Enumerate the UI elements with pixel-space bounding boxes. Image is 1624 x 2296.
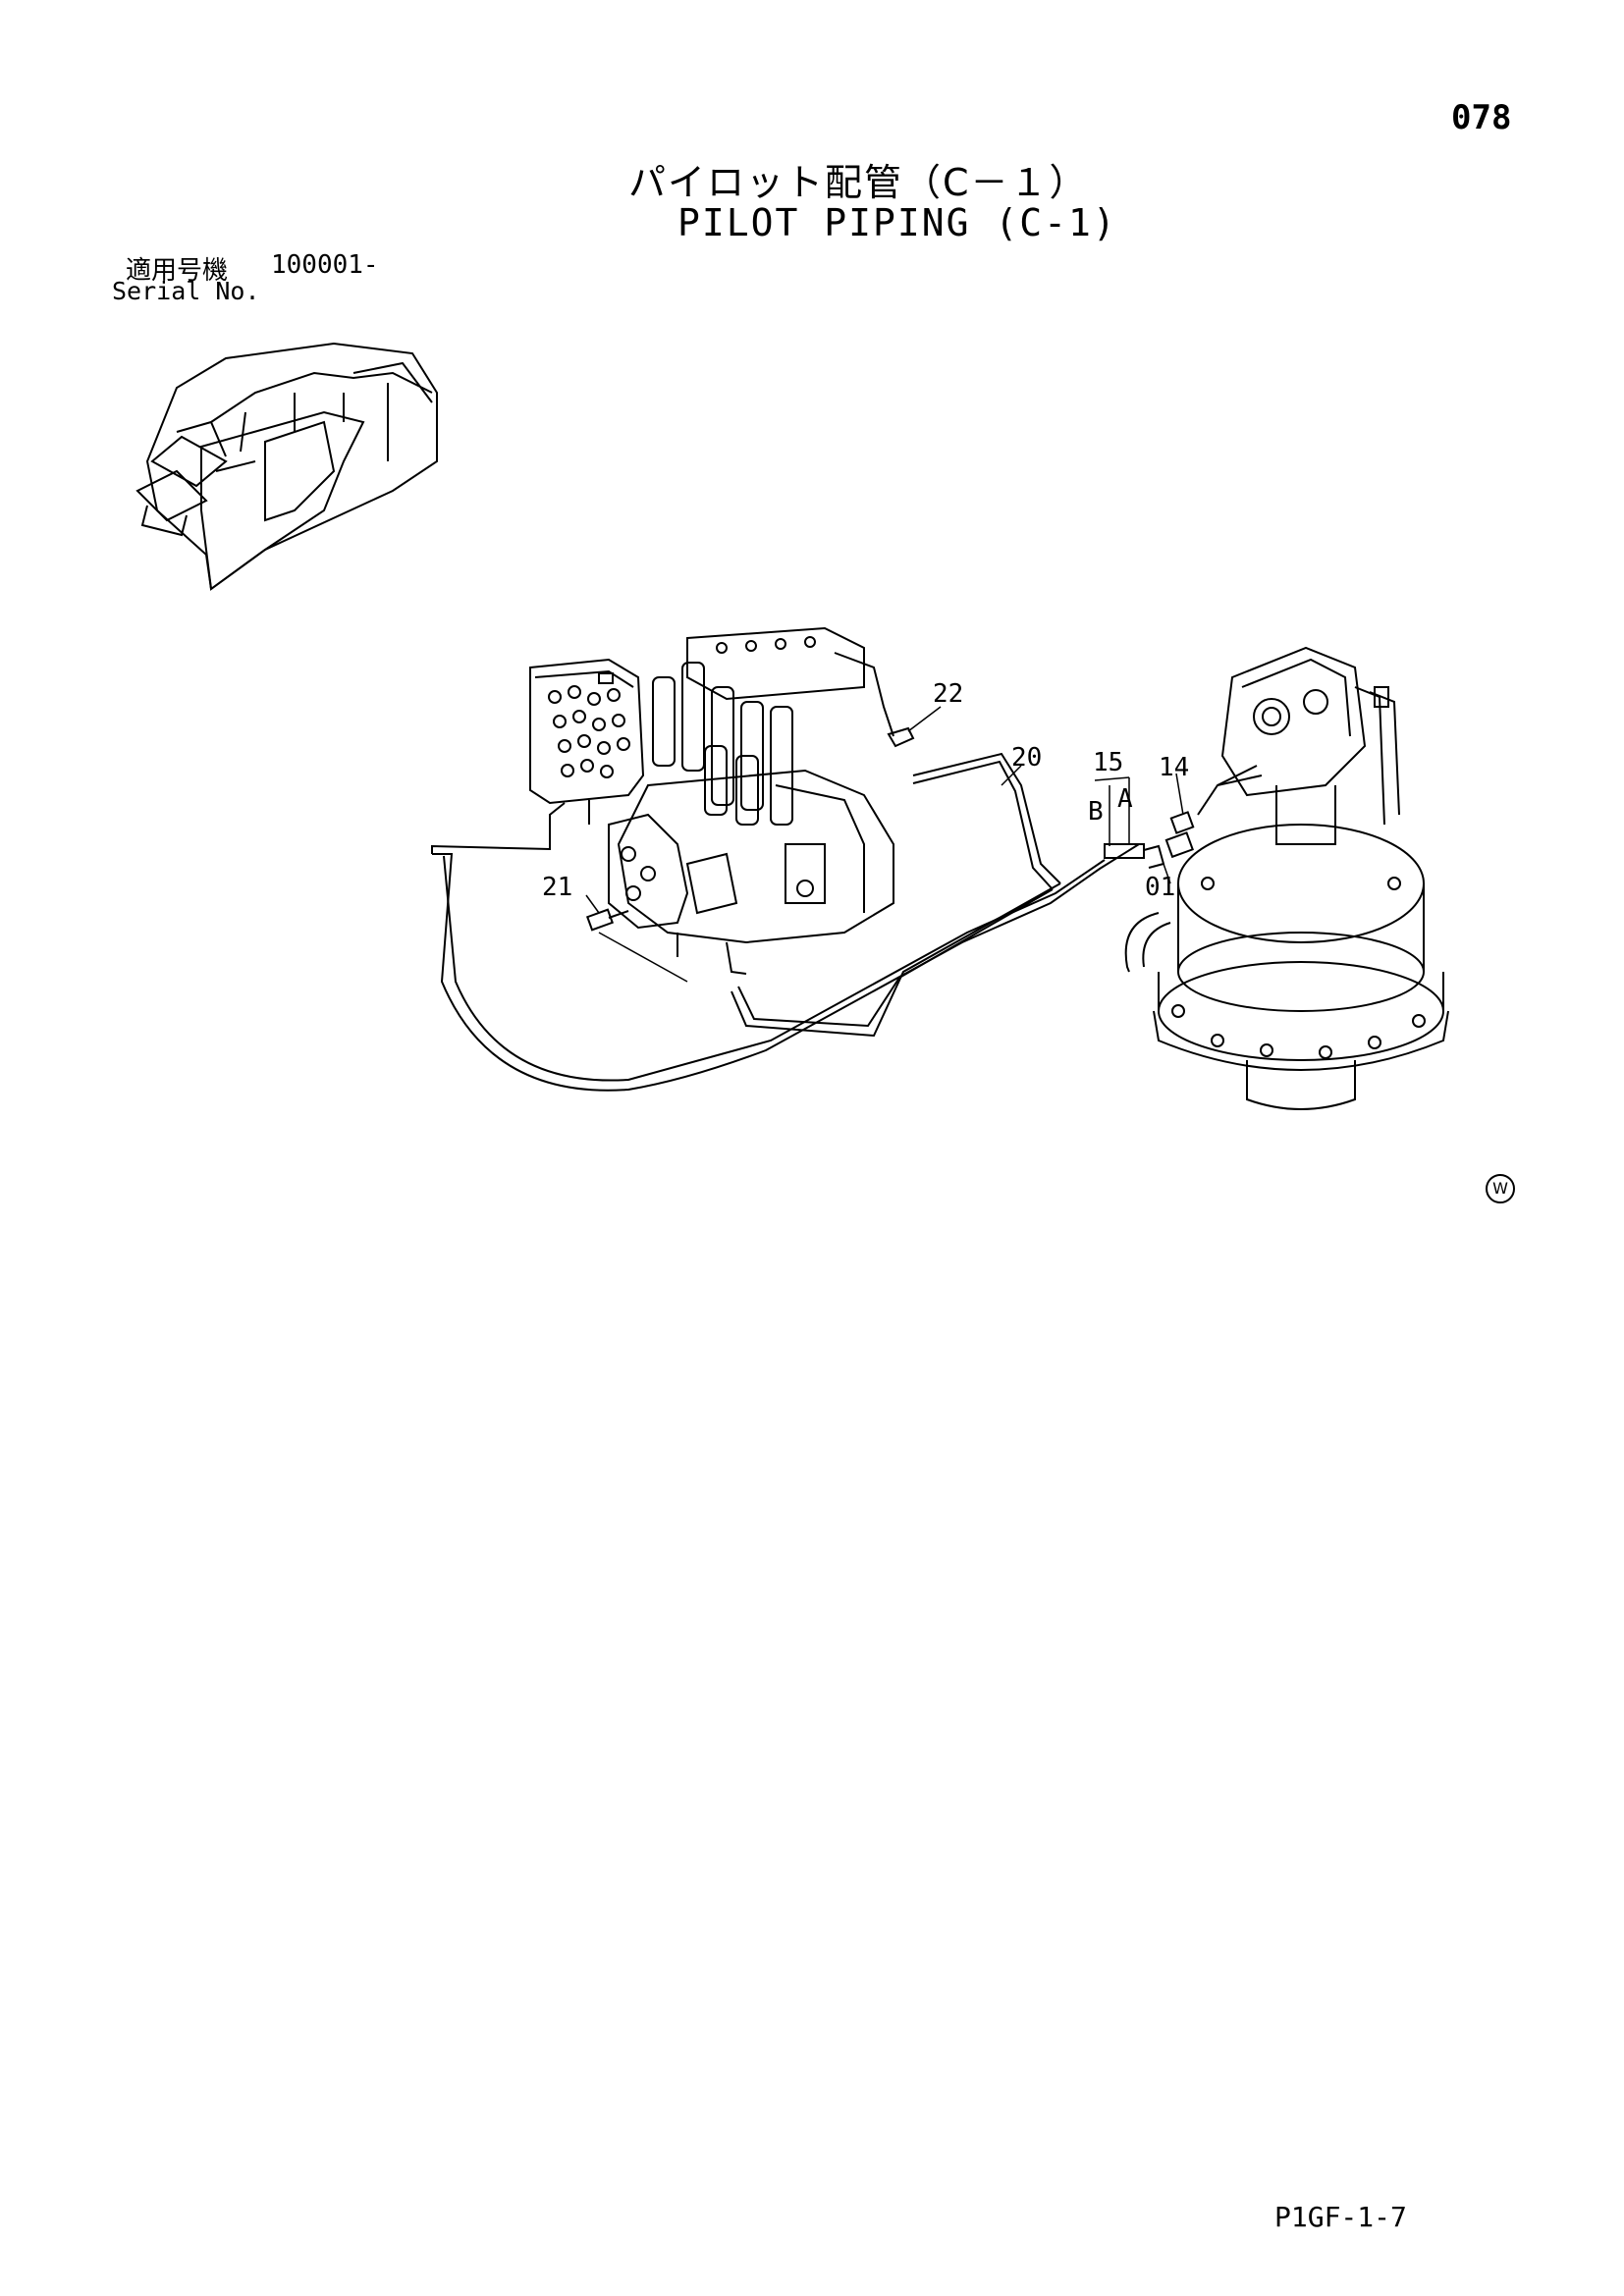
callout-20: 20 — [1011, 743, 1042, 773]
pilot-pipe-20 — [731, 752, 1061, 1038]
leader-lines — [585, 706, 1184, 983]
serial-range: 100001- — [271, 250, 379, 280]
callout-15: 15 — [1093, 748, 1123, 777]
swing-motor — [1124, 646, 1449, 1110]
callout-14: 14 — [1159, 753, 1189, 782]
callout-labels: 22 20 15 B A 14 01 21 — [542, 679, 1189, 902]
page-number: 078 — [1451, 98, 1512, 137]
callout-a: A — [1117, 784, 1133, 814]
page-title-japanese: パイロット配管（C－１） — [628, 161, 1089, 204]
callout-22: 22 — [933, 679, 963, 709]
cab-thumbnail — [135, 342, 438, 591]
copyright-mark: W — [1486, 1174, 1515, 1203]
footer-code: P1GF-1-7 — [1274, 2201, 1407, 2233]
callout-b: B — [1088, 797, 1104, 827]
page-title-english: PILOT PIPING (C-1) — [677, 201, 1117, 244]
callout-01: 01 — [1145, 873, 1175, 902]
serial-label-japanese: 適用号機 — [126, 256, 229, 286]
serial-label-english: Serial No. — [112, 277, 260, 305]
callout-21: 21 — [542, 873, 572, 902]
control-valve — [529, 626, 915, 975]
pilot-hose-15 — [431, 839, 1165, 1092]
fittings — [585, 765, 1258, 932]
